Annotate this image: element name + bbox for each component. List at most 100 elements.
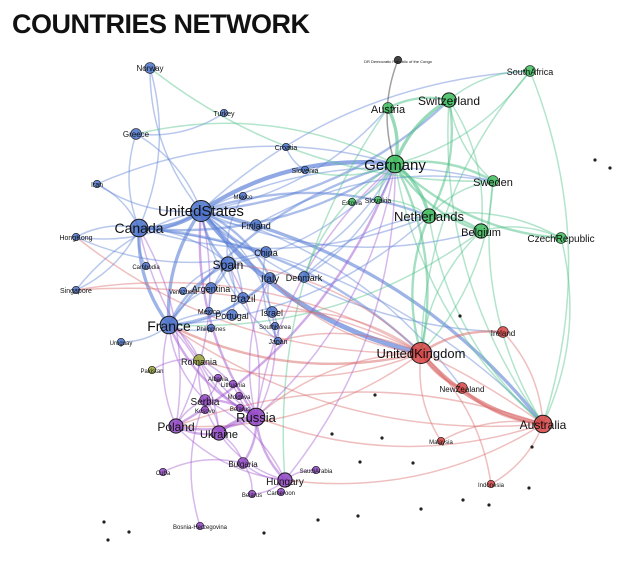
node-philippines[interactable] xyxy=(207,323,216,332)
node-bosnia-herzegovina[interactable] xyxy=(196,521,205,530)
node-canada[interactable] xyxy=(129,218,149,238)
label-lithuania: Lithuania xyxy=(221,383,246,389)
edge-greece-germany xyxy=(135,122,396,165)
edge-switzerland-south-africa xyxy=(448,70,531,101)
node-slovakia[interactable] xyxy=(373,196,382,205)
node-china[interactable] xyxy=(260,246,272,258)
label-mexico2: Mexico xyxy=(198,309,220,316)
node-mexico2[interactable] xyxy=(205,306,214,315)
node-united-kingdom[interactable] xyxy=(410,342,432,364)
node-romania[interactable] xyxy=(193,354,205,366)
label-south-korea: SouthKorea xyxy=(259,325,291,331)
edge-netherlands-australia xyxy=(428,215,544,425)
edge-slovenia-germany xyxy=(304,163,396,177)
node-brazil[interactable] xyxy=(237,292,249,304)
node-czech-republic[interactable] xyxy=(555,232,567,244)
label-mexico: Mexico xyxy=(233,195,253,201)
edge-canada-greece xyxy=(128,133,140,229)
node-denmark[interactable] xyxy=(298,271,310,283)
node-ireland[interactable] xyxy=(497,326,509,338)
node-croatia[interactable] xyxy=(281,143,290,152)
node-estonia[interactable] xyxy=(347,198,356,207)
node-cuba[interactable] xyxy=(159,467,168,476)
node-albania[interactable] xyxy=(214,373,223,382)
node-malaysia[interactable] xyxy=(436,436,445,445)
node-moldova[interactable] xyxy=(235,391,244,400)
node-indonesia[interactable] xyxy=(486,479,495,488)
node-south-africa[interactable] xyxy=(524,65,536,77)
node-south-korea[interactable] xyxy=(270,321,279,330)
node-new-zealand[interactable] xyxy=(456,382,468,394)
edge-czech-republic-australia xyxy=(542,237,571,425)
node-argentina[interactable] xyxy=(205,282,217,294)
node-netherlands[interactable] xyxy=(421,208,437,224)
node-portugal[interactable] xyxy=(226,309,238,321)
edge-united-states-germany xyxy=(198,160,398,214)
node-belarus2[interactable] xyxy=(248,489,257,498)
node-serbia[interactable] xyxy=(199,394,211,406)
node-hungary[interactable] xyxy=(277,472,293,488)
node-lithuania[interactable] xyxy=(229,379,238,388)
label-cuba: Cuba xyxy=(156,471,171,477)
node-pakistan[interactable] xyxy=(148,365,157,374)
edge-australia-new-zealand xyxy=(460,386,545,426)
node-switzerland[interactable] xyxy=(441,92,457,108)
node-uruguay[interactable] xyxy=(117,337,126,346)
node-poland[interactable] xyxy=(168,418,184,434)
node-japan[interactable] xyxy=(273,336,282,345)
edge-south-africa-united-kingdom xyxy=(420,70,531,354)
node-russia[interactable] xyxy=(246,407,266,427)
figure-title: COUNTRIES NETWORK xyxy=(12,9,310,39)
node-belarus[interactable] xyxy=(236,403,245,412)
node-austria[interactable] xyxy=(382,102,394,114)
node-ukraine[interactable] xyxy=(211,425,227,441)
edge-switzerland-sweden xyxy=(448,99,494,182)
node-germany[interactable] xyxy=(385,154,405,174)
label-belgium: Belgium xyxy=(461,227,501,239)
edge-australia-france xyxy=(168,324,544,428)
label-brazil: Brazil xyxy=(230,294,255,305)
edge-united-kingdom-hong-kong xyxy=(75,236,422,354)
edge-finland-sweden xyxy=(255,175,494,226)
node-italy[interactable] xyxy=(264,272,276,284)
edge-canada-norway xyxy=(138,67,161,229)
edge-sweden-united-kingdom xyxy=(420,180,494,354)
node-sweden[interactable] xyxy=(487,175,499,187)
node-france[interactable] xyxy=(159,315,179,335)
node-iran[interactable] xyxy=(93,180,102,189)
edge-poland-france xyxy=(162,324,177,427)
edge-canada-france xyxy=(137,226,171,327)
node-united-states[interactable] xyxy=(190,200,212,222)
edge-united-states-poland xyxy=(175,210,211,427)
node-mexico[interactable] xyxy=(239,192,248,201)
label-argentina: Argentina xyxy=(192,284,231,294)
node-turkey[interactable] xyxy=(220,109,229,118)
edge-switzerland-australia xyxy=(447,99,544,425)
edge-australia-russia xyxy=(255,416,544,448)
node-singapore[interactable] xyxy=(72,285,81,294)
node-kosovo[interactable] xyxy=(201,405,210,414)
edge-germany-italy xyxy=(269,163,396,279)
label-serbia: Serbia xyxy=(191,397,220,408)
node-bulgaria[interactable] xyxy=(237,457,249,469)
node-cambodia[interactable] xyxy=(142,261,151,270)
edge-united-states-switzerland xyxy=(199,98,451,213)
label-israel: Israel xyxy=(261,308,283,318)
node-spain[interactable] xyxy=(220,256,236,272)
node-cameroon[interactable] xyxy=(276,487,285,496)
node-venezuela[interactable] xyxy=(179,286,188,295)
edge-russia-italy xyxy=(248,277,271,418)
label-south-africa: SouthAfrica xyxy=(507,67,554,77)
node-finland[interactable] xyxy=(250,219,262,231)
node-israel[interactable] xyxy=(266,306,278,318)
node-australia[interactable] xyxy=(533,414,553,434)
edge-australia-indonesia xyxy=(490,423,544,485)
node-hong-kong[interactable] xyxy=(72,233,81,242)
node-drcongo[interactable] xyxy=(393,55,402,64)
node-belgium[interactable] xyxy=(473,223,489,239)
node-slovenia[interactable] xyxy=(300,166,309,175)
node-greece[interactable] xyxy=(130,128,142,140)
node-norway[interactable] xyxy=(144,62,156,74)
node-saudi-arabia[interactable] xyxy=(311,465,320,474)
